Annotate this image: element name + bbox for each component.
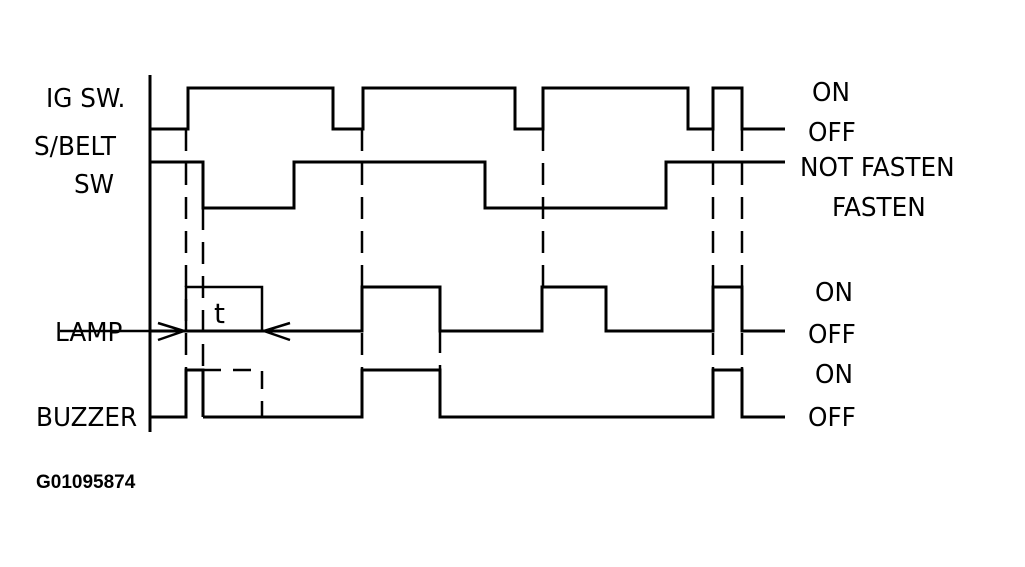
buzzer-waveform-continued bbox=[203, 368, 785, 419]
ig-sw-waveform bbox=[150, 86, 785, 131]
sbelt-sw-label-line1: S/BELT bbox=[34, 132, 117, 162]
sbelt-sw-waveform bbox=[150, 160, 785, 210]
sbelt-not-fasten-state: NOT FASTEN bbox=[800, 153, 955, 183]
lamp-off-state: OFF bbox=[808, 320, 856, 350]
lamp-timer-pulse bbox=[184, 285, 264, 331]
buzzer-waveform bbox=[150, 368, 205, 419]
buzzer-off-state: OFF bbox=[808, 403, 856, 433]
lamp-label: LAMP bbox=[55, 318, 123, 348]
buzzer-label: BUZZER bbox=[36, 403, 138, 433]
lamp-waveform bbox=[150, 285, 785, 333]
buzzer-timer-dashed bbox=[203, 368, 264, 417]
lamp-on-state: ON bbox=[815, 278, 853, 308]
sync-dashed-lines bbox=[184, 129, 744, 417]
buzzer-on-state: ON bbox=[815, 360, 853, 390]
sbelt-sw-label-line2: SW bbox=[74, 170, 115, 200]
figure-code: G01095874 bbox=[36, 472, 136, 493]
ig-sw-off-state: OFF bbox=[808, 118, 856, 148]
ig-sw-label: IG SW. bbox=[46, 84, 126, 114]
timer-t-label: t bbox=[214, 297, 225, 330]
ig-sw-on-state: ON bbox=[812, 78, 850, 108]
sbelt-fasten-state: FASTEN bbox=[832, 193, 926, 223]
